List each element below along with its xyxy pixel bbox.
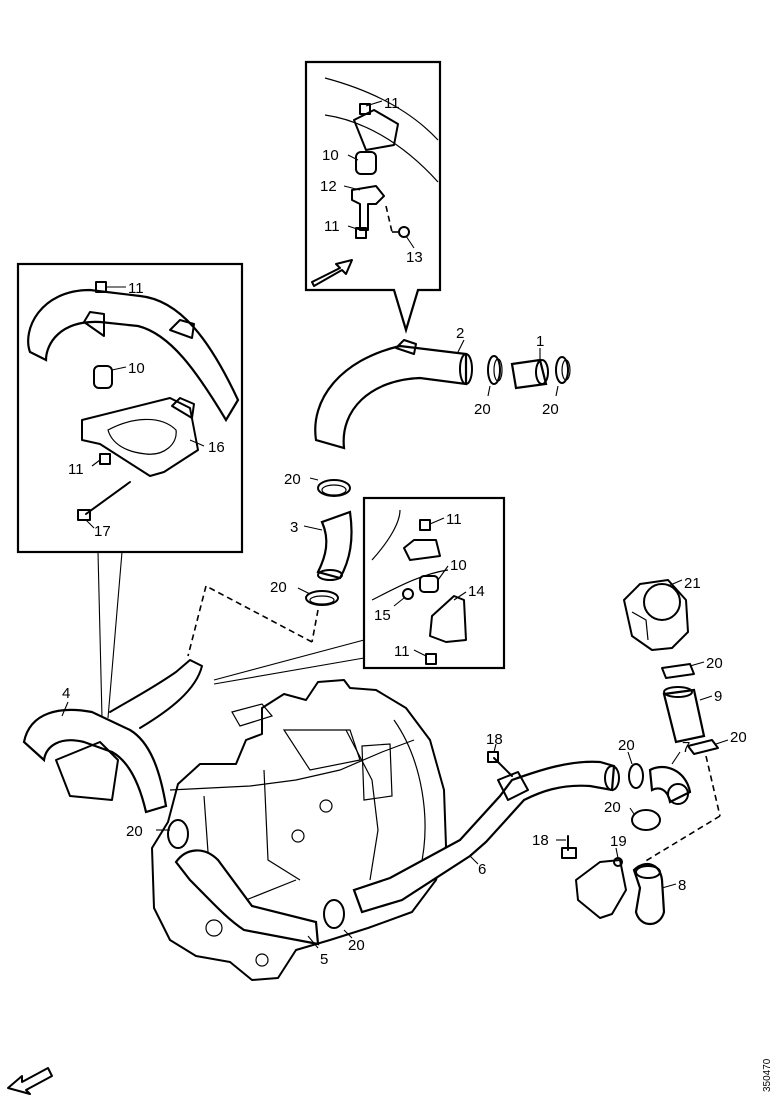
callout-8: 8 [678, 877, 686, 894]
upper-hose-assembly: 2 1 20 20 20 3 20 [187, 325, 571, 657]
callout-11: 11 [128, 280, 144, 297]
callout-18: 18 [532, 832, 549, 849]
callout-20: 20 [706, 655, 723, 672]
direction-arrow-icon [311, 259, 353, 287]
callout-17: 17 [94, 523, 111, 540]
callout-21: 21 [684, 575, 701, 592]
callout-15: 15 [374, 607, 391, 624]
callout-10: 10 [450, 557, 467, 574]
callout-10: 10 [322, 147, 339, 164]
detail-inset-top: 11 10 12 11 13 [304, 60, 442, 334]
callout-1: 1 [536, 333, 544, 350]
callout-11: 11 [394, 643, 410, 660]
right-component-group: 21 20 9 20 20 7 20 8 19 18 [532, 575, 747, 926]
callout-7: 7 [682, 739, 690, 756]
callout-20: 20 [270, 579, 287, 596]
callout-9: 9 [714, 688, 722, 705]
callout-12: 12 [320, 178, 337, 195]
callout-6: 6 [478, 861, 486, 878]
callout-11: 11 [446, 511, 462, 528]
callout-19: 19 [610, 833, 627, 850]
callout-4: 4 [62, 685, 70, 702]
callout-20: 20 [618, 737, 635, 754]
callout-11: 11 [68, 461, 84, 478]
callout-20: 20 [126, 823, 143, 840]
callout-20: 20 [730, 729, 747, 746]
callout-20: 20 [284, 471, 301, 488]
callout-16: 16 [208, 439, 225, 456]
callout-11: 11 [384, 95, 400, 112]
callout-13: 13 [406, 249, 423, 266]
callout-5: 5 [320, 951, 328, 968]
callout-20: 20 [348, 937, 365, 954]
direction-arrow-icon [7, 1067, 53, 1095]
callout-10: 10 [128, 360, 145, 377]
callout-11: 11 [324, 218, 340, 235]
callout-14: 14 [468, 583, 485, 600]
detail-inset-middle: 11 10 14 15 11 [213, 496, 506, 685]
part-21-valve [623, 579, 689, 651]
callout-20: 20 [542, 401, 559, 418]
callout-18: 18 [486, 731, 503, 748]
callout-2: 2 [456, 325, 464, 342]
detail-inset-left: 11 10 16 11 17 [16, 262, 244, 719]
callout-20: 20 [474, 401, 491, 418]
engine-assembly: 4 20 5 20 6 18 [22, 659, 620, 981]
document-number: 350470 [762, 1058, 773, 1092]
callout-20: 20 [604, 799, 621, 816]
callout-3: 3 [290, 519, 298, 536]
